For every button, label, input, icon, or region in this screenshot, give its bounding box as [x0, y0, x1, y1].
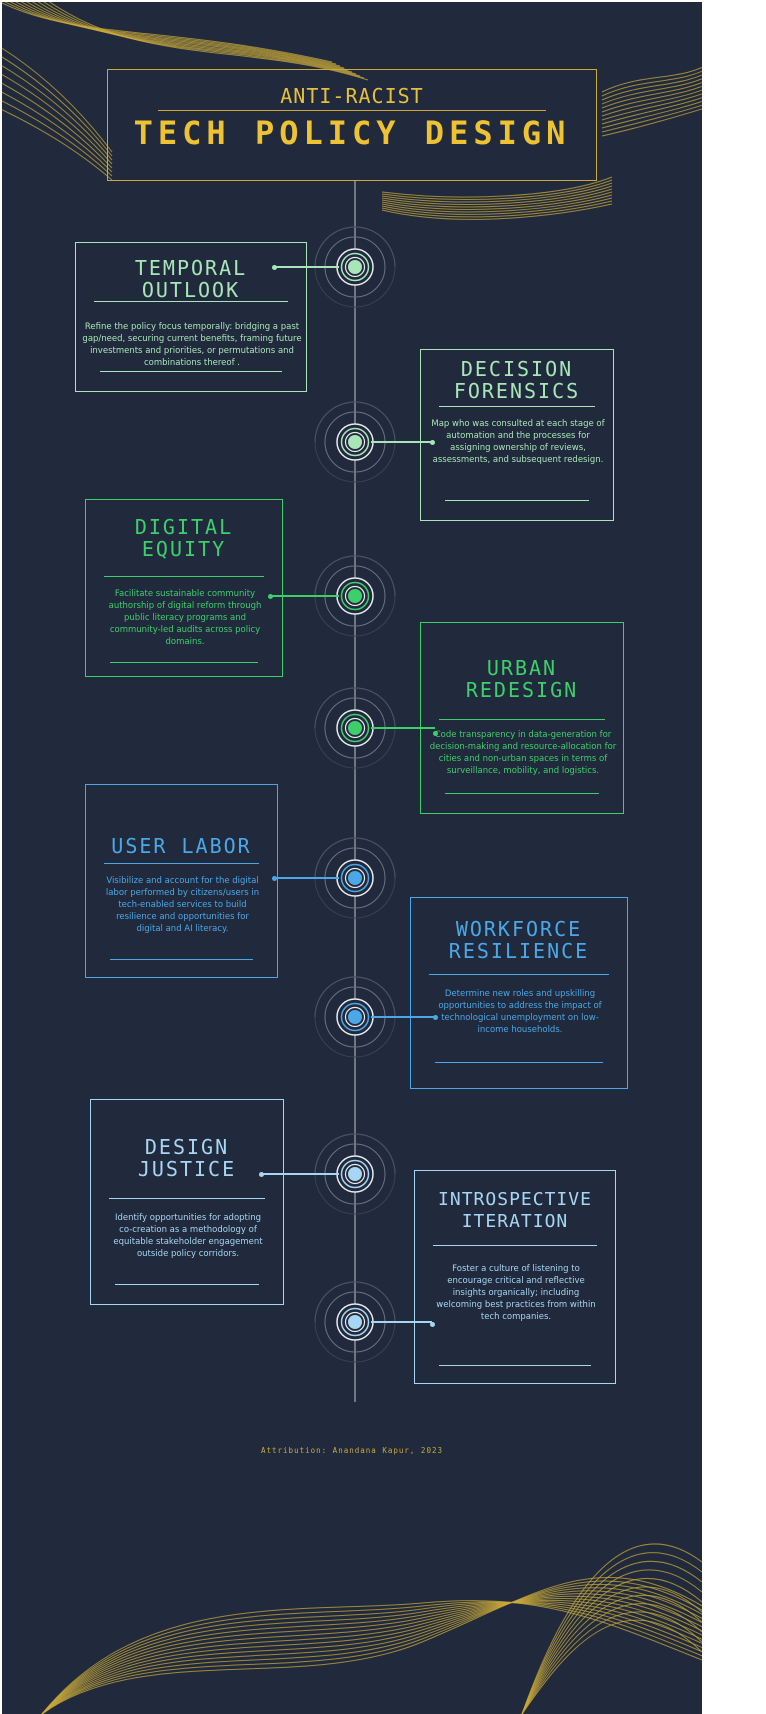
poster-title: TECH POLICY DESIGN [133, 114, 571, 152]
card-title: URBAN REDESIGN [465, 656, 579, 702]
card-workforce-resilience: WORKFORCE RESILIENCE Determine new roles … [410, 897, 628, 1089]
card-title: USER LABOR [111, 834, 252, 858]
card-divider [104, 863, 259, 864]
card-divider [94, 301, 288, 302]
card-description: Refine the policy focus temporally: brid… [82, 322, 302, 368]
title-box: ANTI-RACIST TECH POLICY DESIGN [107, 69, 597, 181]
card-bottom-divider [445, 500, 589, 501]
card-title: DECISION FORENSICS [453, 357, 581, 403]
timeline-node-temporal-outlook [314, 226, 396, 308]
card-title: DIGITAL EQUITY [134, 515, 234, 561]
title-divider [158, 110, 546, 111]
timeline-node-workforce-resilience [314, 976, 396, 1058]
connector-line [371, 441, 432, 443]
card-bottom-divider [115, 1284, 259, 1285]
card-description: Foster a culture of listening to encoura… [436, 1264, 596, 1322]
connector-dot [432, 1014, 438, 1020]
timeline-node-urban-redesign [314, 687, 396, 769]
card-description: Code transparency in data-generation for… [429, 730, 617, 776]
attribution-text: Attribution: Anandana Kapur, 2023 [260, 1446, 443, 1455]
card-decision-forensics: DECISION FORENSICS Map who was consulted … [420, 349, 614, 521]
connector-dot [432, 730, 438, 736]
connector-line [371, 727, 435, 729]
card-design-justice: DESIGN JUSTICE Identify opportunities for… [90, 1099, 284, 1305]
card-description: Determine new roles and upskilling oppor… [438, 989, 602, 1035]
card-user-labor: USER LABOR Visibilize and account for the… [85, 784, 278, 978]
card-description: Visibilize and account for the digital l… [105, 876, 260, 934]
card-divider [109, 1198, 265, 1199]
connector-line [261, 1173, 339, 1175]
infographic-panel: ANTI-RACIST TECH POLICY DESIGN TEMPORAL … [2, 2, 702, 1714]
timeline-node-digital-equity [314, 555, 396, 637]
connector-line [270, 595, 339, 597]
card-bottom-divider [445, 793, 599, 794]
decorative-wave-lines [2, 2, 702, 1714]
connector-dot [271, 264, 277, 270]
connector-dot [258, 1171, 264, 1177]
card-divider [433, 1245, 597, 1246]
connector-dot [429, 1321, 435, 1327]
connector-dot [271, 875, 277, 881]
card-temporal-outlook: TEMPORAL OUTLOOK Refine the policy focus … [75, 242, 307, 392]
timeline-node-decision-forensics [314, 401, 396, 483]
connector-dot [429, 439, 435, 445]
card-title: TEMPORAL OUTLOOK [134, 256, 248, 302]
card-title: WORKFORCE RESILIENCE [448, 917, 590, 963]
card-title: INTROSPECTIVE ITERATION [438, 1189, 592, 1232]
connector-line [371, 1321, 432, 1323]
card-description: Map who was consulted at each stage of a… [431, 419, 605, 465]
poster-subtitle: ANTI-RACIST [280, 84, 424, 108]
card-divider [439, 719, 605, 720]
card-introspective-iteration: INTROSPECTIVE ITERATION Foster a culture … [414, 1170, 616, 1384]
card-bottom-divider [439, 1365, 591, 1366]
card-digital-equity: DIGITAL EQUITY Facilitate sustainable com… [85, 499, 283, 677]
timeline-node-design-justice [314, 1133, 396, 1215]
connector-line [274, 266, 339, 268]
card-description: Facilitate sustainable community authors… [108, 589, 262, 647]
connector-dot [267, 593, 273, 599]
card-divider [104, 576, 264, 577]
timeline [314, 181, 396, 1402]
timeline-node-user-labor [314, 837, 396, 919]
card-divider [429, 974, 609, 975]
card-divider [439, 406, 595, 407]
card-urban-redesign: URBAN REDESIGN Code transparency in data-… [420, 622, 624, 814]
connector-line [371, 1016, 435, 1018]
card-title: DESIGN JUSTICE [137, 1135, 237, 1181]
card-bottom-divider [110, 959, 253, 960]
card-description: Identify opportunities for adopting co-c… [113, 1213, 263, 1259]
card-bottom-divider [435, 1062, 603, 1063]
connector-line [274, 877, 339, 879]
card-bottom-divider [100, 371, 282, 372]
card-bottom-divider [110, 662, 258, 663]
